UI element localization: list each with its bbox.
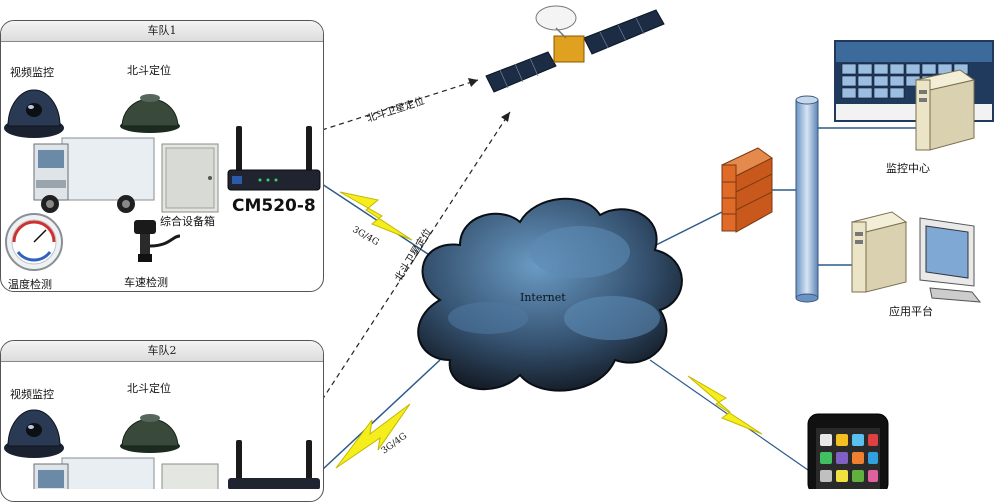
truck-icon: [33, 137, 155, 213]
monitor-center-label: 监控中心: [886, 162, 930, 175]
lightning-icon-2: [335, 403, 411, 469]
satellite-icon: [485, 5, 665, 93]
fleet1-speed-label: 车速检测: [124, 276, 168, 289]
fleet1-box-label: 综合设备箱: [160, 215, 215, 228]
internet-cloud-icon: [417, 197, 683, 392]
fleet2-devices: [4, 409, 320, 489]
fleet1-devices: [4, 89, 321, 271]
link-fleet2-cloud: [321, 359, 441, 471]
fleet1-title: 车队1: [1, 21, 323, 42]
dome-camera-icon: [4, 409, 64, 458]
fleet2-title: 车队2: [1, 341, 323, 362]
fleet1-router-label: CM520-8: [232, 196, 316, 216]
thermometer-icon: [5, 213, 63, 271]
fleet1-video-label: 视频监控: [10, 66, 54, 79]
beidou-link-top: [321, 79, 479, 131]
fleet2-beidou-label: 北斗定位: [127, 382, 171, 395]
network-bus-icon: [795, 95, 819, 303]
beidou-antenna-icon: [120, 94, 180, 133]
link-cloud-firewall: [649, 209, 727, 249]
firewall-icon: [721, 147, 773, 233]
router-icon: [228, 440, 320, 489]
router-icon: [227, 126, 321, 191]
monitor-center-server-icon: [914, 69, 976, 151]
equipment-box-icon: [161, 143, 219, 213]
speed-sensor-icon: [134, 220, 181, 262]
smartphone-icon: [807, 413, 889, 489]
beidou-link-top-label: 北斗卫星定位: [365, 94, 426, 125]
beidou-link-diag: [321, 111, 511, 401]
truck-icon: [33, 457, 155, 489]
beidou-arrow-top: [468, 78, 478, 87]
app-platform-label: 应用平台: [889, 305, 933, 318]
equipment-box-icon: [161, 463, 219, 489]
internet-label: Internet: [520, 291, 566, 304]
fleet2-video-label: 视频监控: [10, 388, 54, 401]
beidou-antenna-icon: [120, 414, 180, 453]
dome-camera-icon: [4, 89, 64, 138]
lightning-icon-3: [687, 375, 763, 435]
lightning-icon-1: [339, 191, 413, 241]
fleet1-temp-label: 温度检测: [8, 278, 52, 291]
wireless-label-1: 3G/4G: [351, 225, 381, 248]
app-platform-monitor-icon: [919, 217, 982, 303]
fleet1-beidou-label: 北斗定位: [127, 64, 171, 77]
beidou-arrow-diag: [501, 112, 510, 122]
connection-lines: 北斗卫星定位 北斗卫星定位 3G/4G 3G/4G Internet: [321, 5, 994, 489]
app-platform-server-icon: [850, 211, 908, 293]
